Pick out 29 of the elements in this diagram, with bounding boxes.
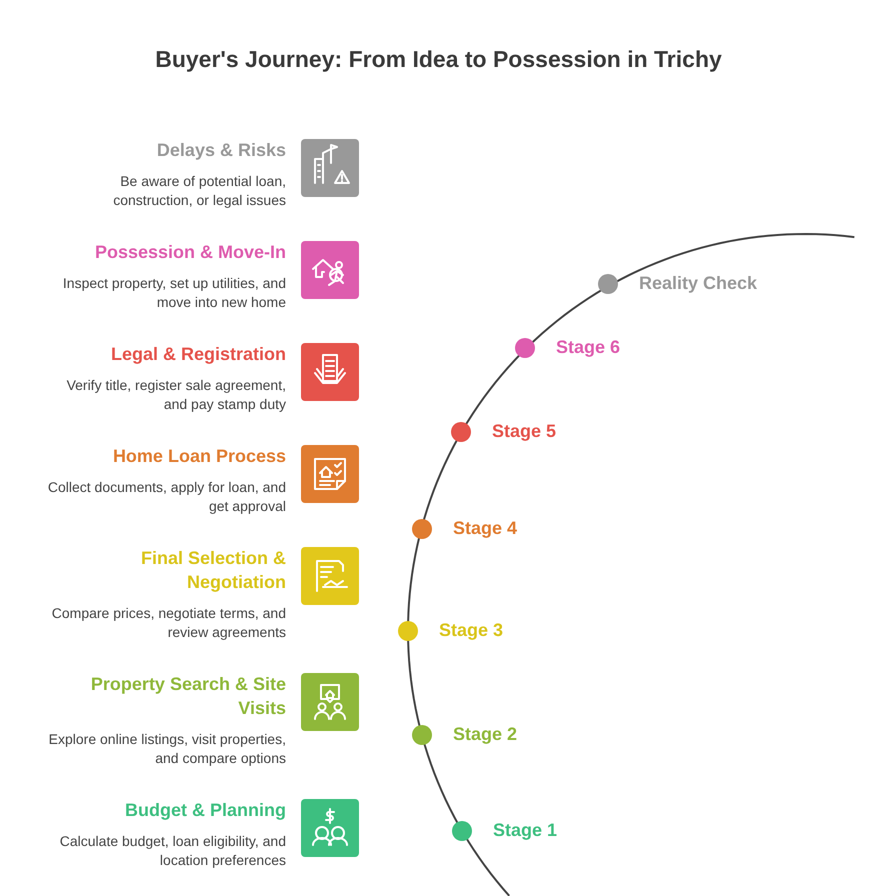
step-description: Compare prices, negotiate terms, and review agreements — [50, 604, 286, 642]
step-heading: Possession & Move-In — [94, 241, 286, 264]
step-description: Collect documents, apply for loan, and get approval — [46, 478, 286, 516]
stage-dot — [452, 821, 472, 841]
stage-label: Stage 4 — [453, 518, 518, 539]
stage-label: Stage 6 — [556, 337, 620, 358]
step-heading: Budget & Planning — [124, 799, 286, 822]
stage-dot — [451, 422, 471, 442]
step-heading: Delays & Risks — [156, 139, 286, 162]
stage-label: Stage 5 — [492, 421, 556, 442]
step-heading: Legal & Registration — [110, 343, 286, 366]
stage-dot — [515, 338, 535, 358]
title: Buyer's Journey: From Idea to Possession in Trichy — [154, 46, 723, 73]
step-description: Verify title, register sale agreement, and pay stamp duty — [66, 376, 286, 414]
step-heading: Property Search & Site Visits — [90, 673, 286, 720]
stage-label: Stage 2 — [453, 724, 518, 745]
stage-dot — [412, 519, 432, 539]
stage-label: Stage 3 — [439, 620, 504, 641]
stage-label: Stage 1 — [493, 820, 558, 841]
step-heading: Final Selection & Negotiation — [140, 547, 286, 594]
step-description: Explore online listings, visit properties, and compare options — [48, 730, 286, 768]
stage-dot — [412, 725, 432, 745]
step-heading: Home Loan Process — [112, 445, 286, 468]
stage-label: Reality Check — [639, 273, 758, 294]
stage-dot — [598, 274, 618, 294]
stage-dot — [398, 621, 418, 641]
step-description: Be aware of potential loan, construction, or legal issues — [112, 172, 286, 210]
step-description: Inspect property, set up utilities, and move into new home — [62, 274, 286, 312]
step-description: Calculate budget, loan eligibility, and location preferences — [58, 832, 286, 870]
